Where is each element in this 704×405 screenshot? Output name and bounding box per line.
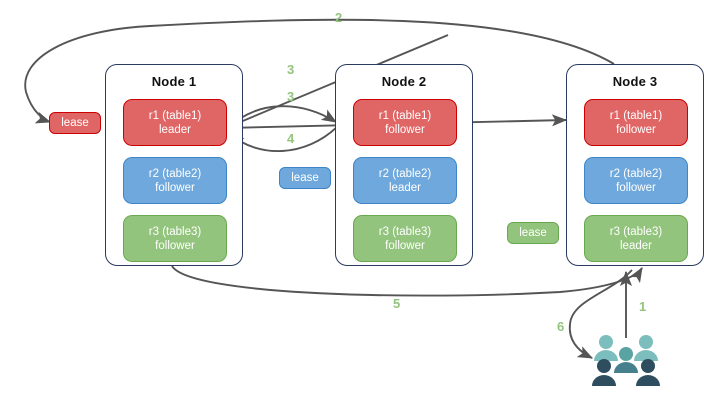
replica-node2-r2[interactable]: r2 (table2) leader — [353, 157, 457, 204]
replica-role: leader — [620, 239, 652, 252]
node-container-node2[interactable]: Node 2 r1 (table1) follower r2 (table2) … — [335, 64, 473, 266]
replica-node1-r1[interactable]: r1 (table1) leader — [123, 99, 227, 146]
replica-role: follower — [616, 123, 656, 136]
lease-badge-r1[interactable]: lease — [49, 112, 101, 134]
replica-role: follower — [385, 123, 425, 136]
replica-name: r2 (table2) — [378, 167, 432, 180]
replica-node2-r3[interactable]: r3 (table3) follower — [353, 215, 457, 262]
replica-name: r1 (table1) — [609, 109, 663, 122]
step-label-5: 5 — [393, 296, 401, 311]
node-title-node3: Node 3 — [612, 74, 658, 89]
step-label-3b: 3 — [287, 89, 295, 104]
step-label-1: 1 — [639, 299, 647, 314]
edge-step-5 — [171, 265, 643, 297]
lease-badge-r3[interactable]: lease — [507, 222, 559, 244]
replica-role: leader — [389, 181, 421, 194]
node-container-node3[interactable]: Node 3 r1 (table1) follower r2 (table2) … — [566, 64, 704, 266]
replica-name: r3 (table3) — [378, 225, 432, 238]
replica-name: r2 (table2) — [609, 167, 663, 180]
edge-step-3-to-node2 — [227, 105, 337, 129]
step-label-3a: 3 — [287, 62, 295, 77]
edge-step-4 — [229, 125, 339, 152]
step-label-4: 4 — [287, 131, 295, 146]
replica-node1-r2[interactable]: r2 (table2) follower — [123, 157, 227, 204]
replica-node1-r3[interactable]: r3 (table3) follower — [123, 215, 227, 262]
replica-name: r3 (table3) — [148, 225, 202, 238]
node-title-node1: Node 1 — [151, 74, 197, 89]
replica-node3-r3[interactable]: r3 (table3) leader — [584, 215, 688, 262]
people-group-icon — [592, 335, 660, 386]
replica-role: follower — [616, 181, 656, 194]
replica-role: follower — [155, 239, 195, 252]
step-label-2: 2 — [335, 10, 343, 25]
replica-node3-r1[interactable]: r1 (table1) follower — [584, 99, 688, 146]
lease-badge-r2[interactable]: lease — [279, 167, 331, 189]
replica-name: r1 (table1) — [148, 109, 202, 122]
node-title-node2: Node 2 — [381, 74, 427, 89]
node-container-node1[interactable]: Node 1 r1 (table1) leader r2 (table2) fo… — [105, 64, 243, 266]
step-label-6: 6 — [557, 319, 565, 334]
replica-name: r2 (table2) — [148, 167, 202, 180]
replica-role: leader — [159, 123, 191, 136]
replica-name: r3 (table3) — [609, 225, 663, 238]
replica-node2-r1[interactable]: r1 (table1) follower — [353, 99, 457, 146]
replica-role: follower — [155, 181, 195, 194]
replica-node3-r2[interactable]: r2 (table2) follower — [584, 157, 688, 204]
replica-name: r1 (table1) — [378, 109, 432, 122]
replica-role: follower — [385, 239, 425, 252]
